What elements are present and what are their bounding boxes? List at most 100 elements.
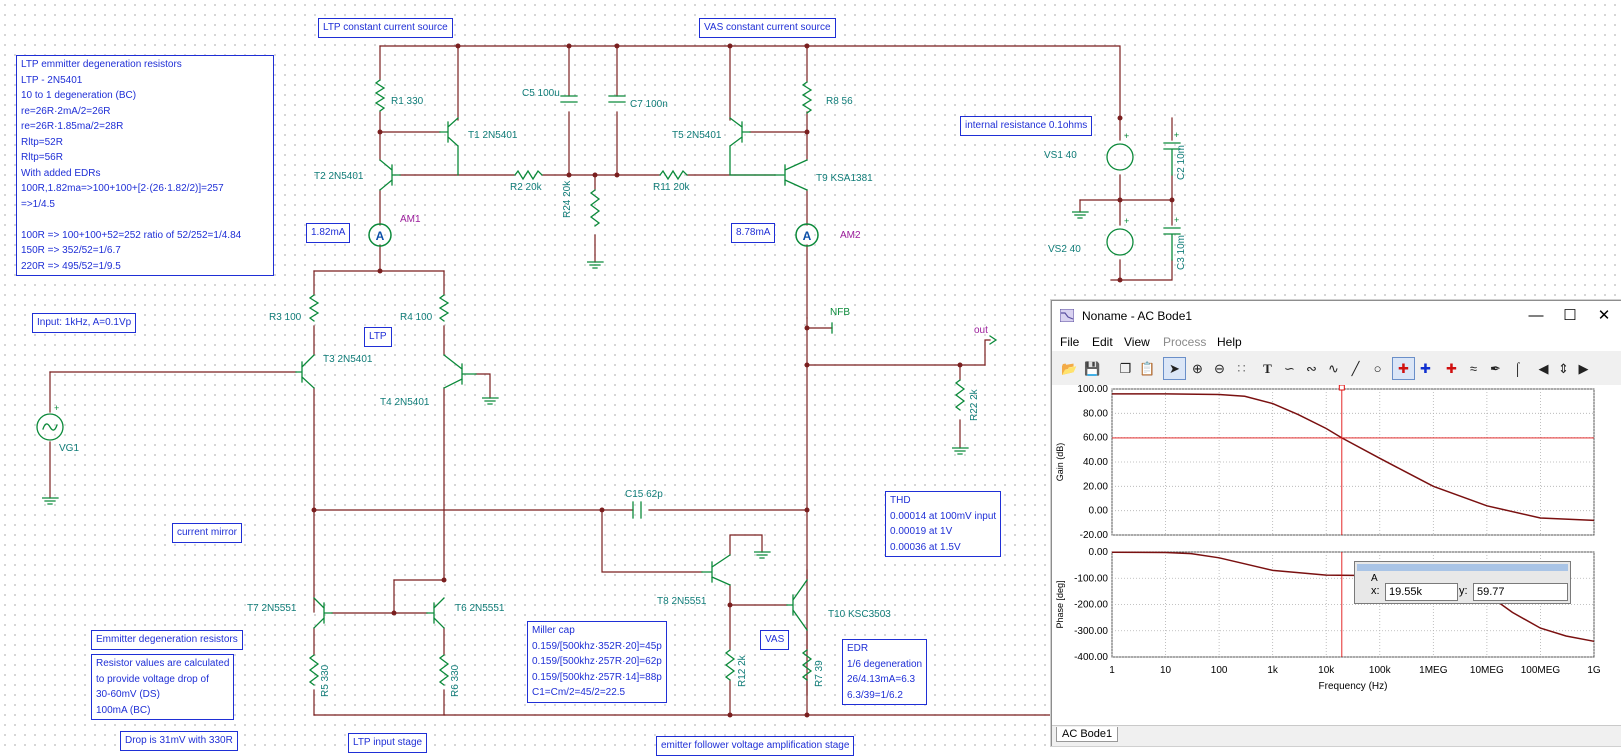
copy-icon[interactable]: ❐ — [1119, 360, 1132, 376]
phase-tick-label: -400.00 — [1074, 652, 1108, 663]
am1-reading[interactable]: 1.82mA — [306, 223, 351, 243]
edr-note[interactable]: EDR 1/6 degeneration 26/4.13mA=6.3 6.3/3… — [842, 639, 928, 705]
circle-tool-icon[interactable]: ○ — [1373, 361, 1382, 376]
add-cursor-icon[interactable]: ✚ — [1446, 360, 1457, 376]
t5-label[interactable]: T5 2N5401 — [672, 130, 722, 141]
am1-label[interactable]: AM1 — [400, 214, 421, 225]
ef-stage-label[interactable]: emitter follower voltage amplification s… — [656, 736, 855, 756]
bode-plot[interactable]: 100.0080.0060.0040.0020.000.00-20.00Gain… — [1052, 384, 1621, 725]
menu-edit[interactable]: Edit — [1092, 335, 1113, 349]
ltp-ccs-label[interactable]: LTP constant current source — [318, 18, 453, 38]
bode-titlebar[interactable]: Noname - AC Bode1 — ☐ ✕ — [1052, 301, 1621, 331]
cursor-y-field[interactable]: 59.77 — [1473, 583, 1568, 601]
resistor-values-note[interactable]: Resistor values are calculated to provid… — [91, 654, 235, 720]
vs2-label[interactable]: VS2 40 — [1048, 244, 1081, 255]
r12-label[interactable]: R12 2k — [737, 655, 748, 687]
scroll-right-icon[interactable]: ▶ — [1578, 360, 1589, 376]
input-label[interactable]: Input: 1kHz, A=0.1Vp — [32, 313, 137, 333]
cursor-x-field[interactable]: 19.55k — [1385, 583, 1458, 601]
nfb-label[interactable]: NFB — [830, 307, 850, 318]
vas-ccs-label[interactable]: VAS constant current source — [699, 18, 836, 38]
minimize-icon[interactable]: — — [1528, 307, 1544, 324]
menu-help[interactable]: Help — [1217, 335, 1242, 349]
multi-curve-icon[interactable]: ≈ — [1469, 361, 1478, 376]
note-line: 0.159/[500khz·257R·20]=62p — [532, 656, 662, 667]
probe-icon[interactable]: ✒ — [1490, 360, 1501, 376]
current-mirror-label[interactable]: current mirror — [172, 523, 243, 543]
cursor-a-readout[interactable]: A x: 19.55k y: 59.77 — [1354, 561, 1571, 604]
menu-view[interactable]: View — [1124, 335, 1150, 349]
menu-process[interactable]: Process — [1163, 335, 1207, 349]
close-icon[interactable]: ✕ — [1597, 307, 1611, 324]
am2-reading[interactable]: 8.78mA — [731, 223, 776, 243]
text-tool-icon[interactable]: T — [1263, 360, 1272, 376]
ammeter-am1-symbol: A — [376, 229, 385, 243]
r11-label[interactable]: R11 20k — [653, 182, 690, 193]
t3-label[interactable]: T3 2N5401 — [323, 354, 373, 365]
gain-tick-label: 60.00 — [1083, 433, 1108, 444]
zoom-in-icon[interactable]: ⊕ — [1192, 360, 1203, 376]
t8-label[interactable]: T8 2N5551 — [657, 596, 707, 607]
vg1-label[interactable]: VG1 — [59, 443, 80, 454]
c3-label[interactable]: C3 10m — [1176, 234, 1187, 270]
t4-label[interactable]: T4 2N5401 — [380, 397, 430, 408]
select-arrow-icon[interactable]: ➤ — [1163, 357, 1186, 380]
r6-label[interactable]: R6 330 — [450, 664, 461, 697]
scroll-updown-icon[interactable]: ⇕ — [1558, 360, 1569, 376]
c2-label[interactable]: C2 10m — [1176, 144, 1187, 180]
note-line: 30-60mV (DS) — [96, 689, 160, 700]
cursor-b-icon[interactable]: ✚ — [1420, 360, 1431, 376]
r2-label[interactable]: R2 20k — [510, 182, 542, 193]
line-tool-icon[interactable]: ╱ — [1351, 360, 1360, 376]
t9-label[interactable]: T9 KSA1381 — [816, 173, 873, 184]
maximize-icon[interactable]: ☐ — [1563, 307, 1577, 324]
c7-label[interactable]: C7 100n — [630, 99, 668, 110]
vs1-label[interactable]: VS1 40 — [1044, 150, 1077, 161]
out-label[interactable]: out — [974, 325, 988, 336]
curve-tool-icon[interactable]: ∽ — [1284, 360, 1295, 376]
emitter-degen-label[interactable]: Emmitter degeneration resistors — [91, 630, 243, 650]
r7-label[interactable]: R7 39 — [814, 660, 825, 687]
am2-label[interactable]: AM2 — [840, 230, 861, 241]
t2-label[interactable]: T2 2N5401 — [314, 171, 364, 182]
note-line: 100R,1.82ma=>100+100+[2·(26·1.82/2)]=257 — [21, 183, 224, 194]
scroll-left-icon[interactable]: ◀ — [1538, 360, 1549, 376]
r1-label[interactable]: R1 330 — [391, 96, 424, 107]
ltp-degeneration-note[interactable]: LTP emmitter degeneration resistors LTP … — [16, 55, 274, 276]
r8-label[interactable]: R8 56 — [826, 96, 853, 107]
internal-resistance-label[interactable]: internal resistance 0.1ohms — [960, 116, 1093, 136]
c15-label[interactable]: C15 62p — [625, 489, 663, 500]
cursor-a-icon[interactable]: ✚ — [1392, 357, 1415, 380]
c5-label[interactable]: C5 100u — [522, 88, 560, 99]
zoom-out-icon[interactable]: ⊖ — [1214, 360, 1225, 376]
note-line: 0.00014 at 100mV input — [890, 510, 997, 522]
r4-label[interactable]: R4 100 — [400, 312, 433, 323]
vas-label[interactable]: VAS — [760, 630, 790, 650]
thd-note[interactable]: THD 0.00014 at 100mV input 0.00019 at 1V… — [885, 491, 1002, 557]
paste-icon[interactable]: 📋 — [1139, 360, 1156, 376]
gain-trace — [1112, 393, 1595, 522]
t10-label[interactable]: T10 KSC3503 — [828, 609, 891, 620]
curve-tool-3-icon[interactable]: ∿ — [1328, 360, 1339, 376]
t6-label[interactable]: T6 2N5551 — [455, 603, 505, 614]
t1-label[interactable]: T1 2N5401 — [468, 130, 518, 141]
miller-cap-note[interactable]: Miller cap 0.159/[500khz·352R·20]=45p 0.… — [527, 621, 667, 703]
tab-ac-bode1[interactable]: AC Bode1 — [1056, 727, 1119, 742]
r24-label[interactable]: R24 20k — [562, 180, 573, 218]
curve-tool-2-icon[interactable]: ∾ — [1306, 360, 1317, 376]
note-line: C1=Cm/2=45/2=22.5 — [532, 687, 626, 698]
r3-label[interactable]: R3 100 — [269, 312, 302, 323]
zoom-fit-icon[interactable]: ∷ — [1237, 360, 1246, 376]
t7-label[interactable]: T7 2N5551 — [247, 603, 297, 614]
step-tool-icon[interactable]: ⌠ — [1513, 361, 1522, 376]
menu-file[interactable]: File — [1060, 335, 1080, 349]
r22-label[interactable]: R22 2k — [969, 389, 980, 421]
drop-label[interactable]: Drop is 31mV with 330R — [120, 731, 238, 751]
save-icon[interactable]: 💾 — [1084, 360, 1101, 376]
open-folder-icon[interactable]: 📂 — [1061, 360, 1078, 376]
ltp-input-stage-label[interactable]: LTP input stage — [348, 733, 428, 753]
ltp-label[interactable]: LTP — [364, 327, 392, 347]
r5-label[interactable]: R5 330 — [320, 664, 331, 697]
bode-window[interactable]: Noname - AC Bode1 — ☐ ✕ File Edit View P… — [1051, 300, 1621, 746]
